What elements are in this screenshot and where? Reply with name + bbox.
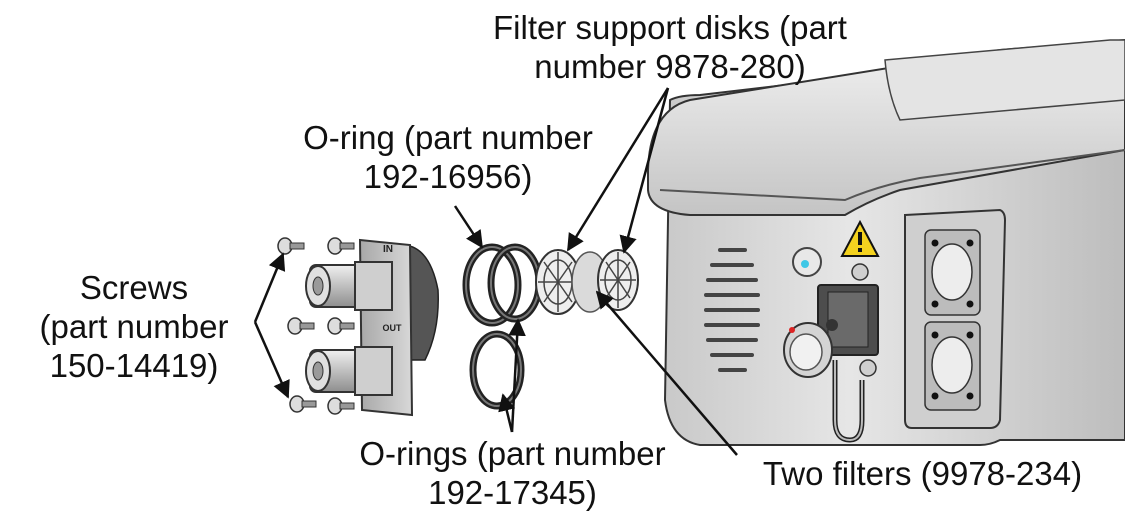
- screw-set: [277, 237, 355, 415]
- arrow-o-rings-right: [508, 318, 526, 433]
- inlet-marking: IN: [383, 244, 393, 255]
- screw-icon: [327, 237, 355, 255]
- outlet-marking: OUT: [383, 323, 403, 333]
- instrument-housing: [647, 38, 1125, 446]
- o-ring-lower: [469, 330, 525, 410]
- o-ring-label-line1: O-ring (part number: [303, 119, 593, 156]
- mounting-screw-icon: [851, 263, 869, 281]
- arrow-o-ring: [453, 205, 484, 249]
- electrical-connector: [817, 284, 879, 443]
- warning-icon: [840, 219, 880, 257]
- leader-arrows: [253, 87, 738, 456]
- screws-label: Screws (part number 150-14419): [15, 268, 253, 385]
- arrow-screw-top: [253, 252, 286, 323]
- connector-cap: [783, 322, 833, 378]
- screws-label-line3: 150-14419): [49, 347, 219, 384]
- screw-icon: [277, 237, 305, 255]
- o-ring-pair-upper: [462, 243, 543, 327]
- o-rings-label-line2: 192-17345): [428, 474, 597, 511]
- arrow-disk-right: [619, 87, 670, 254]
- screw-icon: [289, 395, 317, 413]
- screw-icon: [327, 317, 355, 335]
- two-filters-label-text: Two filters (9978-234): [762, 455, 1083, 492]
- inlet-fitting: [305, 261, 393, 311]
- o-rings-label-line1: O-rings (part number: [359, 435, 666, 472]
- o-ring-label: O-ring (part number 192-16956): [268, 118, 628, 196]
- filter-support-disks-label-line1: Filter support disks (part: [493, 9, 847, 46]
- screws-label-line1: Screws: [79, 269, 189, 306]
- status-light-icon: [792, 247, 822, 277]
- o-ring-label-line2: 192-16956): [363, 158, 533, 195]
- o-rings-label: O-rings (part number 192-17345): [325, 434, 700, 512]
- outlet-fitting: [305, 346, 393, 396]
- screw-icon: [287, 317, 315, 335]
- filter-support-disks-label-line2: number 9878-280): [534, 48, 806, 85]
- vent-grille: [704, 248, 760, 372]
- two-filters-label: Two filters (9978-234): [735, 454, 1110, 493]
- arrow-o-rings-left: [498, 393, 516, 433]
- screws-label-line2: (part number: [39, 308, 229, 345]
- arrow-filters: [595, 290, 738, 456]
- arrow-disk-left: [566, 87, 670, 252]
- housing-port-panel: [904, 208, 1007, 429]
- arrow-screw-bottom: [253, 321, 290, 399]
- filter-support-disk: [535, 249, 581, 315]
- screw-icon: [327, 397, 355, 415]
- filter-support-disks-label: Filter support disks (part number 9878-2…: [455, 8, 885, 86]
